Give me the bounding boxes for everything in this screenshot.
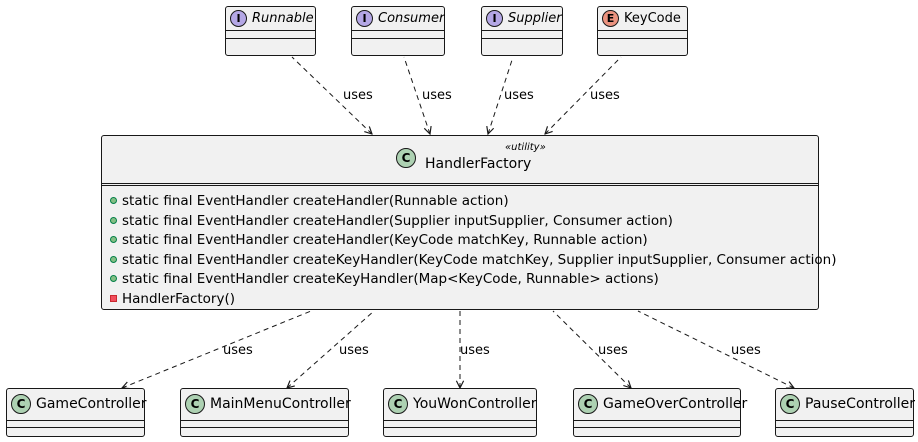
edge-uses-keycode xyxy=(545,56,622,134)
enum-keycode: E KeyCode xyxy=(597,6,688,56)
class-name: MainMenuController xyxy=(210,396,351,412)
edge-uses-mainmenucontroller xyxy=(287,310,375,388)
class-icon: C xyxy=(11,394,31,414)
private-icon xyxy=(110,294,117,302)
edge-uses-gamecontroller xyxy=(122,310,312,388)
edge-uses-runnable xyxy=(291,56,372,134)
class-handlerfactory: C «utility» HandlerFactory static final … xyxy=(101,135,836,310)
method-row: static final EventHandler createHandler(… xyxy=(110,192,509,210)
class-name: Consumer xyxy=(378,11,445,26)
class-name: Runnable xyxy=(252,11,314,26)
class-name: GameController xyxy=(36,396,147,412)
class-name: HandlerFactory xyxy=(425,156,532,172)
public-icon xyxy=(110,275,117,282)
method-row: HandlerFactory() xyxy=(110,290,235,308)
edge-label: uses xyxy=(731,343,761,358)
class-icon: C xyxy=(388,394,408,414)
method-row: static final EventHandler createHandler(… xyxy=(110,212,673,230)
class-icon: C xyxy=(396,148,416,168)
edge-uses-pausecontroller xyxy=(637,310,794,388)
edge-uses-supplier xyxy=(488,56,514,134)
interface-icon: I xyxy=(230,10,247,27)
class-youwoncontroller: C YouWonController xyxy=(383,388,537,437)
class-name: GameOverController xyxy=(603,396,748,412)
public-icon xyxy=(110,216,117,224)
edge-label: uses xyxy=(460,343,490,358)
edge-label: uses xyxy=(590,88,620,103)
enum-icon: E xyxy=(602,10,619,27)
method-row: static final EventHandler createKeyHandl… xyxy=(110,270,659,288)
class-mainmenucontroller: C MainMenuController xyxy=(180,388,351,437)
edge-label: uses xyxy=(598,343,628,358)
edge-label: uses xyxy=(223,343,253,358)
edge-label: uses xyxy=(343,88,373,103)
edge-label: uses xyxy=(422,88,452,103)
method-row: static final EventHandler createHandler(… xyxy=(110,231,648,249)
interface-supplier: I Supplier xyxy=(481,6,563,56)
edge-uses-gameovercontroller xyxy=(552,310,631,388)
class-icon: C xyxy=(578,394,598,414)
interface-icon: I xyxy=(486,10,503,27)
class-gameovercontroller: C GameOverController xyxy=(573,388,747,437)
class-icon: C xyxy=(185,394,205,414)
edge-label: uses xyxy=(339,343,369,358)
class-name: KeyCode xyxy=(624,11,681,26)
public-icon xyxy=(110,255,117,263)
interface-runnable: I Runnable xyxy=(225,6,316,56)
class-name: YouWonController xyxy=(413,396,537,412)
edge-uses-consumer xyxy=(403,56,430,134)
edge-label: uses xyxy=(504,88,534,103)
class-icon: C xyxy=(780,394,800,414)
stereotype: «utility» xyxy=(505,142,546,153)
interface-icon: I xyxy=(356,10,373,27)
public-icon xyxy=(110,236,117,243)
interface-consumer: I Consumer xyxy=(351,6,445,56)
public-icon xyxy=(110,197,117,204)
class-name: PauseController xyxy=(805,396,916,412)
class-name: Supplier xyxy=(508,11,562,26)
class-gamecontroller: C GameController xyxy=(6,388,147,437)
class-pausecontroller: C PauseController xyxy=(775,388,916,437)
method-row: static final EventHandler createKeyHandl… xyxy=(110,251,836,269)
